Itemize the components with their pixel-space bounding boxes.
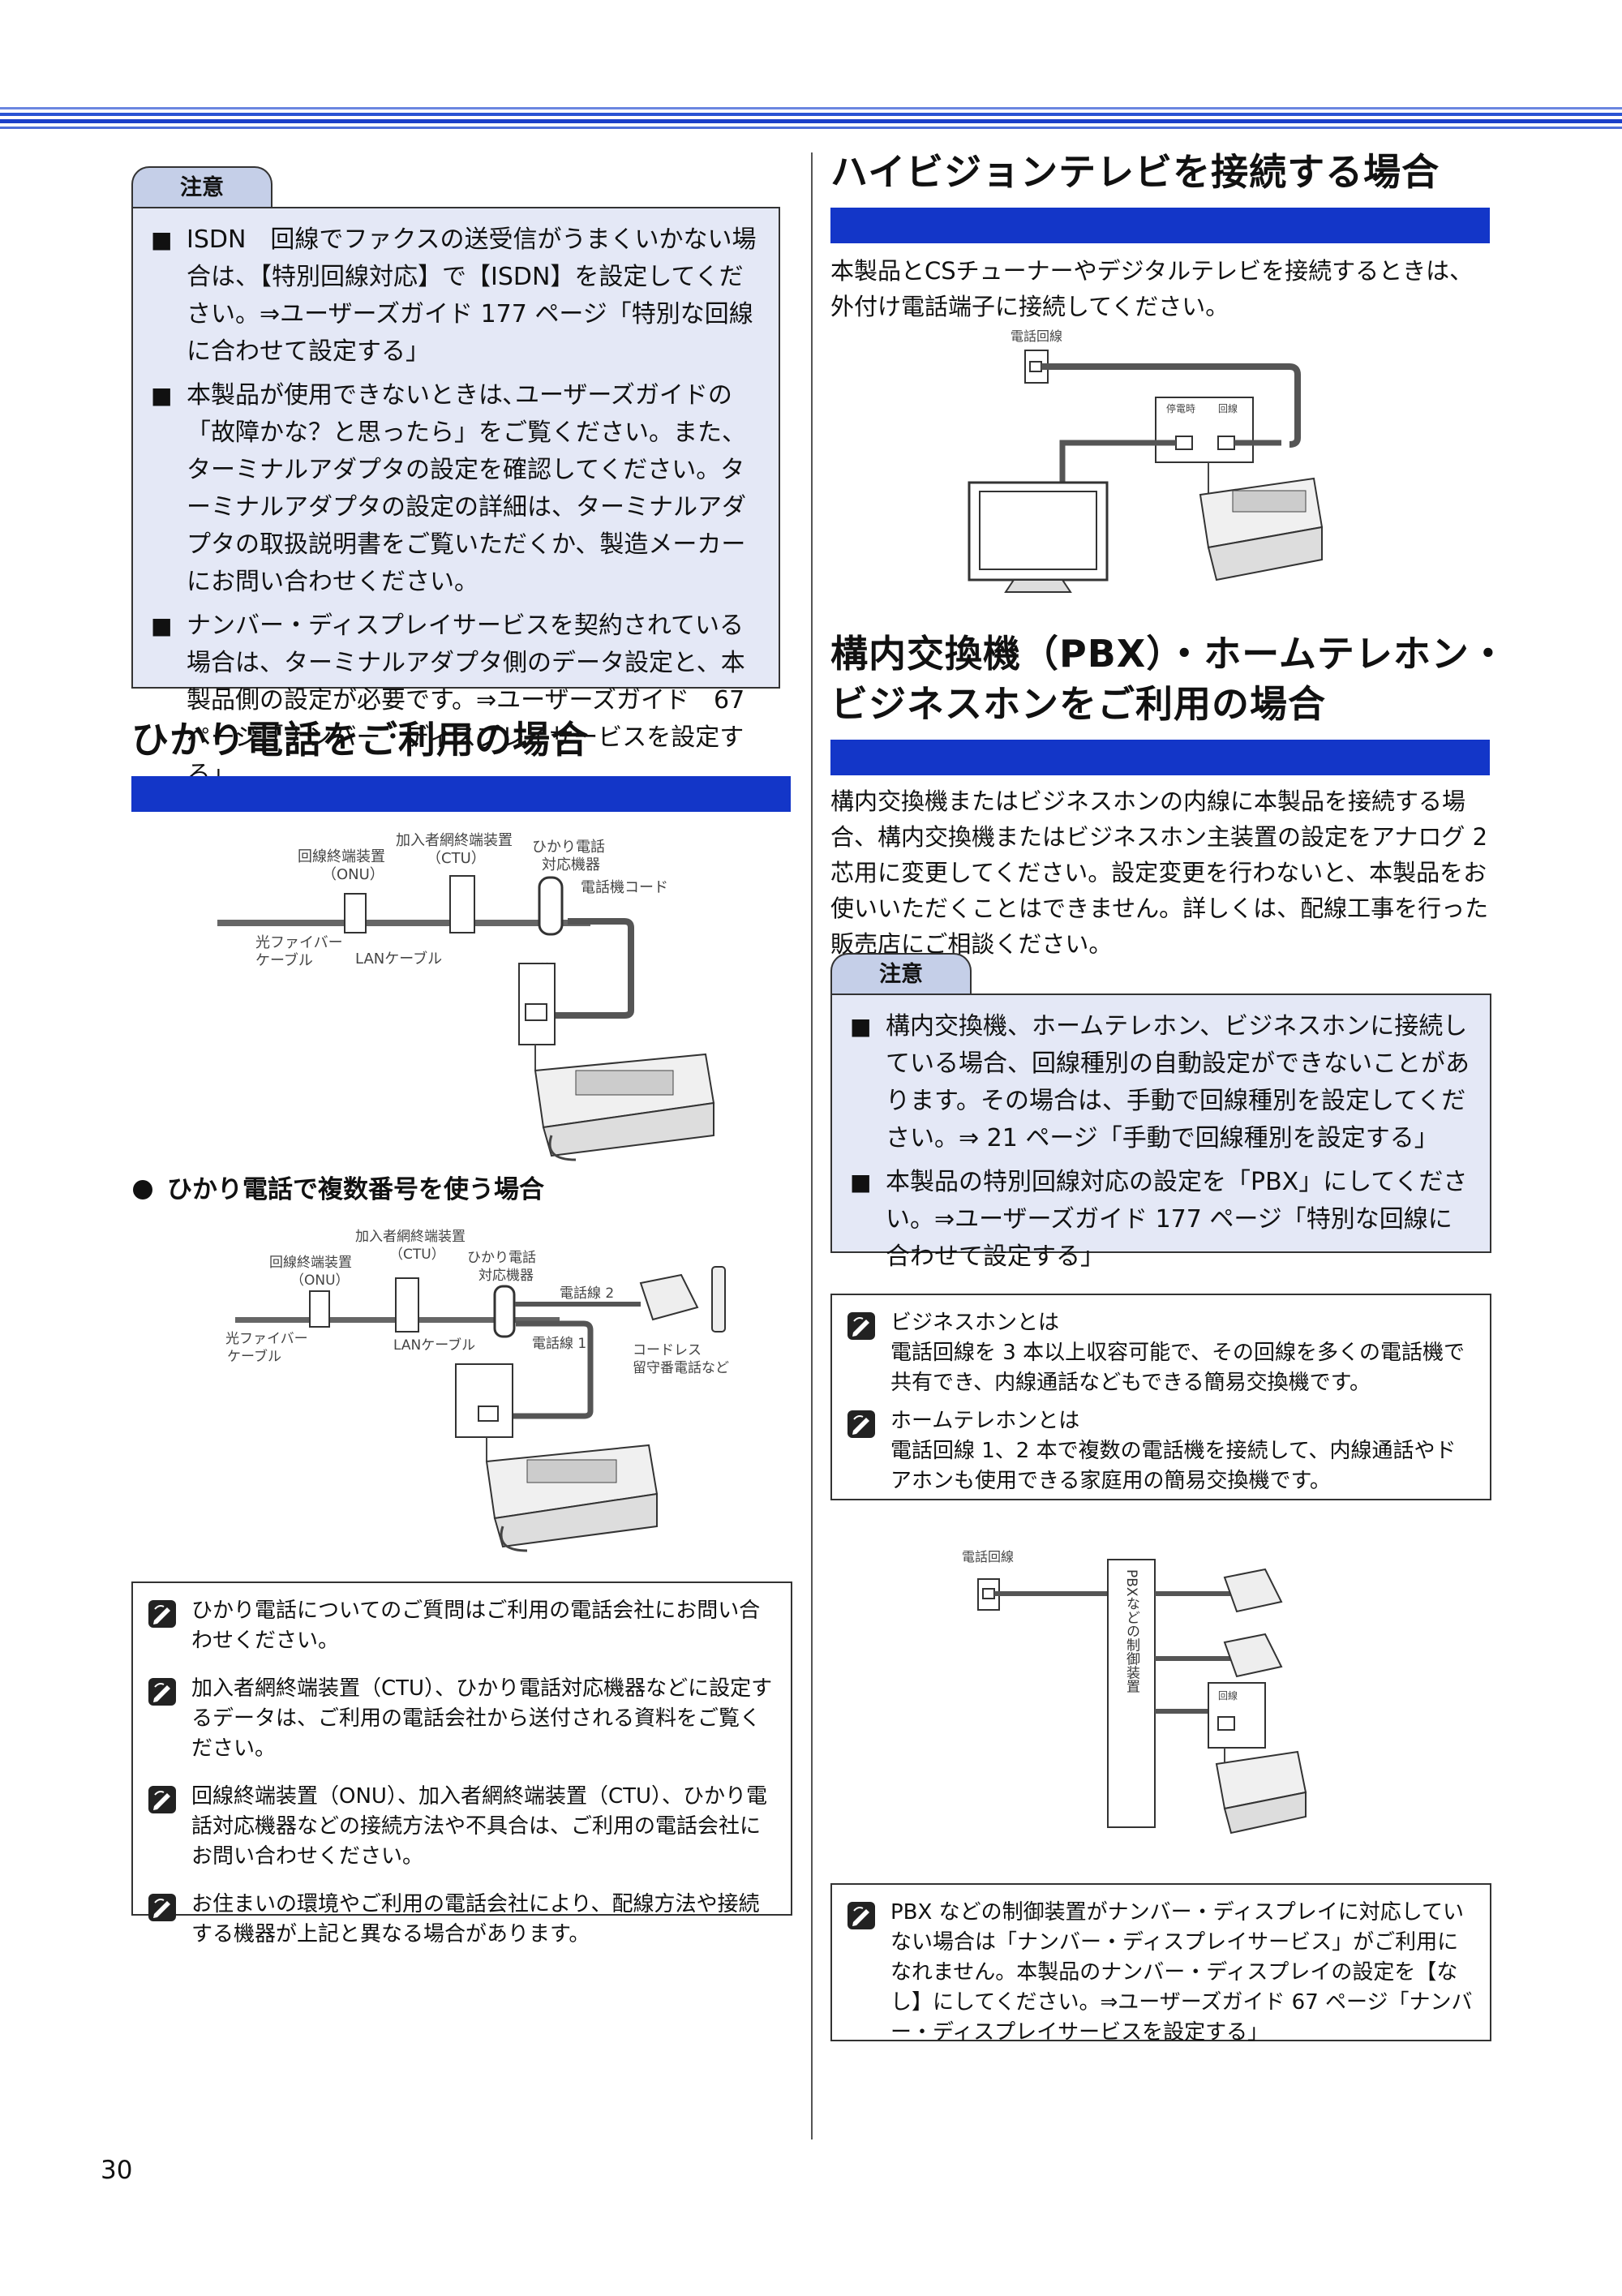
svg-text:対応機器: 対応機器 <box>542 856 600 873</box>
note-item: 加入者網終端装置（CTU）、ひかり電話対応機器などに設定するデータは、ご利用の電… <box>148 1674 776 1764</box>
pencil-note-icon <box>847 1312 875 1340</box>
svg-text:回線: 回線 <box>1218 402 1238 414</box>
pbx-diagram: 電話回線 PBXなどの制御装置 回線 <box>962 1549 1307 1835</box>
svg-text:停電時: 停電時 <box>1166 402 1195 414</box>
pencil-note-icon <box>148 1600 176 1628</box>
svg-text:（CTU）: （CTU） <box>389 1247 445 1263</box>
svg-text:ケーブル: ケーブル <box>227 1348 281 1365</box>
caution-box: ■ISDN 回線でファクスの送受信がうまくいかない場合は、【特別回線対応】で【I… <box>131 207 780 789</box>
svg-text:LANケーブル: LANケーブル <box>355 950 442 968</box>
svg-text:ケーブル: ケーブル <box>255 951 313 969</box>
svg-text:（ONU）: （ONU） <box>290 1272 350 1289</box>
svg-text:電話線 2: 電話線 2 <box>560 1285 614 1302</box>
caution-item: ■ISDN 回線でファクスの送受信がうまくいかない場合は、【特別回線対応】で【I… <box>151 221 764 371</box>
svg-text:ひかり電話: ひかり電話 <box>532 839 605 856</box>
svg-text:ひかり電話: ひかり電話 <box>467 1250 536 1266</box>
hikari-multi-diagram: 加入者網終端装置 （CTU） 回線終端装置 （ONU） ひかり電話 対応機器 電… <box>225 1229 729 1552</box>
pencil-note-icon <box>847 1410 875 1438</box>
square-bullet-icon: ■ <box>151 612 173 639</box>
svg-text:LANケーブル: LANケーブル <box>393 1337 475 1354</box>
section-title-pbx-line1: 構内交換機（PBX）・ホームテレホン・ <box>830 632 1508 676</box>
caution-item: ■本製品が使用できないときは､ユーザーズガイドの「故障かな？と思ったら」をご覧く… <box>151 377 764 601</box>
pbx-caution-box: ■構内交換機、ホームテレホン、ビジネスホンに接続している場合、回線種別の自動設定… <box>830 994 1491 1271</box>
hivision-text: 本製品とCSチューナーやデジタルテレビを接続するときは、外付け電話端子に接続して… <box>830 257 1474 320</box>
square-bullet-icon: ■ <box>850 1169 872 1195</box>
pbx-note2-box: PBX などの制御装置がナンバー・ディスプレイに対応していない場合は「ナンバー・… <box>830 1883 1491 2045</box>
note-item: ビジネスホンとは 電話回線を 3 本以上収容可能で、その回線を多くの電話機で共有… <box>847 1308 1475 1398</box>
section-title-hikari: ひかり電話をご利用の場合 <box>131 718 589 762</box>
hikari-notes-box: ひかり電話についてのご質問はご利用の電話会社にお問い合わせください。 加入者網終… <box>131 1581 792 1946</box>
svg-text:加入者網終端装置: 加入者網終端装置 <box>355 1229 466 1245</box>
svg-text:回線終端装置: 回線終端装置 <box>298 848 385 865</box>
svg-text:電話機コード: 電話機コード <box>581 879 668 896</box>
svg-text:PBXなどの制御装置: PBXなどの制御装置 <box>1123 1569 1140 1693</box>
caution-tab: 注意 <box>131 166 272 208</box>
section-bar <box>830 740 1490 775</box>
note-item: ホームテレホンとは 電話回線 1、2 本で複数の電話機を接続して、内線通話やドア… <box>847 1406 1475 1496</box>
pencil-note-icon <box>148 1894 176 1921</box>
section-title-pbx-line2: ビジネスホンをご利用の場合 <box>830 682 1326 726</box>
section-title-hivision: ハイビジョンテレビを接続する場合 <box>830 150 1440 194</box>
svg-text:回線: 回線 <box>1218 1689 1238 1702</box>
caution-item: ■本製品の特別回線対応の設定を「PBX」にしてください。⇒ユーザーズガイド 17… <box>850 1164 1475 1276</box>
square-bullet-icon: ■ <box>151 382 173 409</box>
header-stripes <box>0 107 1622 129</box>
sub-heading-multi-number: ひかり電話で複数番号を使う場合 <box>133 1172 544 1208</box>
bullet-dot-icon <box>133 1180 152 1199</box>
svg-text:留守番電話など: 留守番電話など <box>633 1360 729 1376</box>
note-item: ひかり電話についてのご質問はご利用の電話会社にお問い合わせください。 <box>148 1596 776 1656</box>
note-item: PBX などの制御装置がナンバー・ディスプレイに対応していない場合は「ナンバー・… <box>847 1898 1475 2048</box>
svg-text:電話回線: 電話回線 <box>962 1549 1014 1564</box>
hivision-diagram: 電話回線 停電時 回線 <box>968 328 1324 593</box>
section-bar <box>830 208 1490 243</box>
hikari-diagram: 回線終端装置 （ONU） 加入者網終端装置 （CTU） ひかり電話 対応機器 電… <box>217 832 715 1161</box>
svg-text:コードレス: コードレス <box>633 1342 702 1358</box>
svg-text:加入者網終端装置: 加入者網終端装置 <box>396 832 513 849</box>
caution-tab: 注意 <box>830 953 972 995</box>
square-bullet-icon: ■ <box>151 226 173 253</box>
svg-text:対応機器: 対応機器 <box>478 1268 534 1284</box>
note-item: 回線終端装置（ONU）、加入者網終端装置（CTU）、ひかり電話対応機器などの接続… <box>148 1782 776 1872</box>
column-divider <box>811 152 813 2139</box>
pencil-note-icon <box>847 1902 875 1929</box>
pbx-notes-box: ビジネスホンとは 電話回線を 3 本以上収容可能で、その回線を多くの電話機で共有… <box>830 1294 1491 1500</box>
square-bullet-icon: ■ <box>850 1013 872 1040</box>
svg-text:回線終端装置: 回線終端装置 <box>269 1255 352 1271</box>
svg-text:電話線 1: 電話線 1 <box>532 1336 586 1352</box>
caution-item: ■ナンバー・ディスプレイサービスを契約されている場合は、ターミナルアダプタ側のデ… <box>151 607 764 794</box>
pencil-note-icon <box>148 1786 176 1813</box>
pencil-note-icon <box>148 1678 176 1706</box>
svg-text:電話回線: 電話回線 <box>1011 328 1062 344</box>
svg-text:（ONU）: （ONU） <box>322 866 384 883</box>
section-bar <box>131 776 791 812</box>
svg-text:（CTU）: （CTU） <box>427 850 486 867</box>
pbx-text: 構内交換機またはビジネスホンの内線に本製品を接続する場合、構内交換機またはビジネ… <box>830 788 1489 958</box>
page-number: 30 <box>101 2156 133 2185</box>
svg-text:光ファイバー: 光ファイバー <box>255 934 343 951</box>
svg-text:光ファイバー: 光ファイバー <box>225 1331 308 1347</box>
note-item: お住まいの環境やご利用の電話会社により、配線方法や接続する機器が上記と異なる場合… <box>148 1890 776 1950</box>
caution-item: ■構内交換機、ホームテレホン、ビジネスホンに接続している場合、回線種別の自動設定… <box>850 1008 1475 1157</box>
